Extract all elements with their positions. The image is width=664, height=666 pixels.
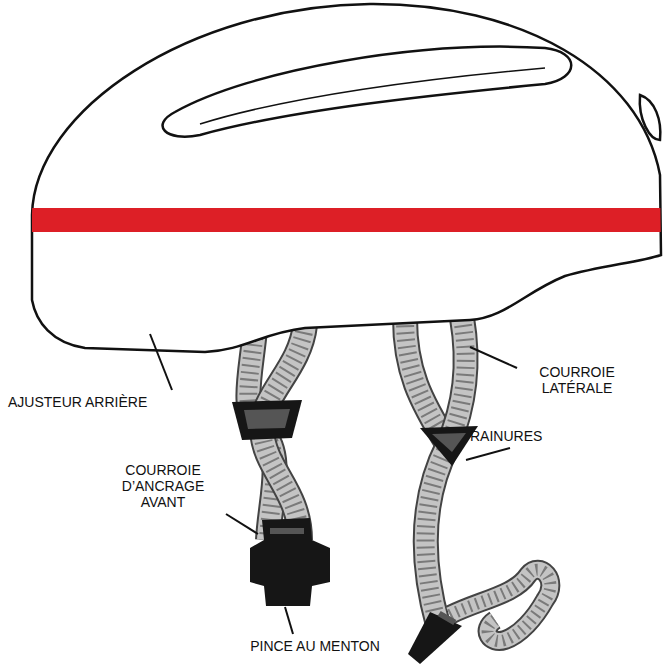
part-label: RAINURES (470, 428, 580, 444)
part-label: COURROIE D’ANCRAGE AVANT (104, 462, 222, 510)
helmet-shell (20, 4, 664, 352)
part-label: COURROIE LATÉRALE (522, 364, 632, 396)
helmet-straps (248, 318, 550, 641)
part-label: AJUSTEUR ARRIÈRE (8, 394, 208, 410)
strap-hardware (232, 400, 478, 664)
part-label: PINCE AU MENTON (210, 638, 420, 654)
leader-lines (150, 334, 517, 634)
